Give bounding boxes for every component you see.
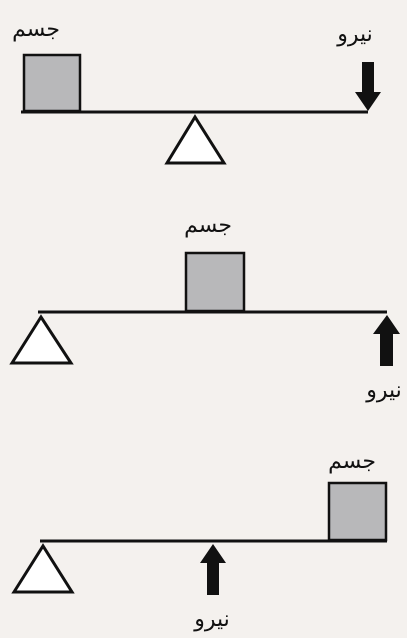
lever-3-force-label: نیرو — [193, 607, 230, 632]
lever-2-fulcrum-triangle-icon — [9, 314, 74, 365]
lever-3-body-box — [327, 481, 388, 542]
lever-2-force-arrow-up-icon — [373, 315, 400, 366]
lever-2: جسم نیرو — [9, 213, 402, 403]
lever-1-force-arrow-down-icon — [355, 62, 381, 111]
lever-1-body-label: جسم — [12, 17, 60, 42]
lever-3-fulcrum-triangle-icon — [11, 543, 75, 594]
lever-3: جسم نیرو — [11, 449, 388, 632]
lever-1-body-box — [22, 53, 82, 113]
lever-2-force-label: نیرو — [365, 378, 402, 403]
lever-1-fulcrum-triangle-icon — [164, 114, 227, 165]
lever-3-body-label: جسم — [328, 449, 376, 474]
lever-2-body-box — [184, 251, 246, 313]
lever-1: جسم نیرو — [12, 17, 381, 165]
lever-1-force-label: نیرو — [336, 22, 373, 47]
lever-3-force-arrow-up-icon — [200, 544, 226, 595]
lever-2-body-label: جسم — [184, 213, 232, 238]
